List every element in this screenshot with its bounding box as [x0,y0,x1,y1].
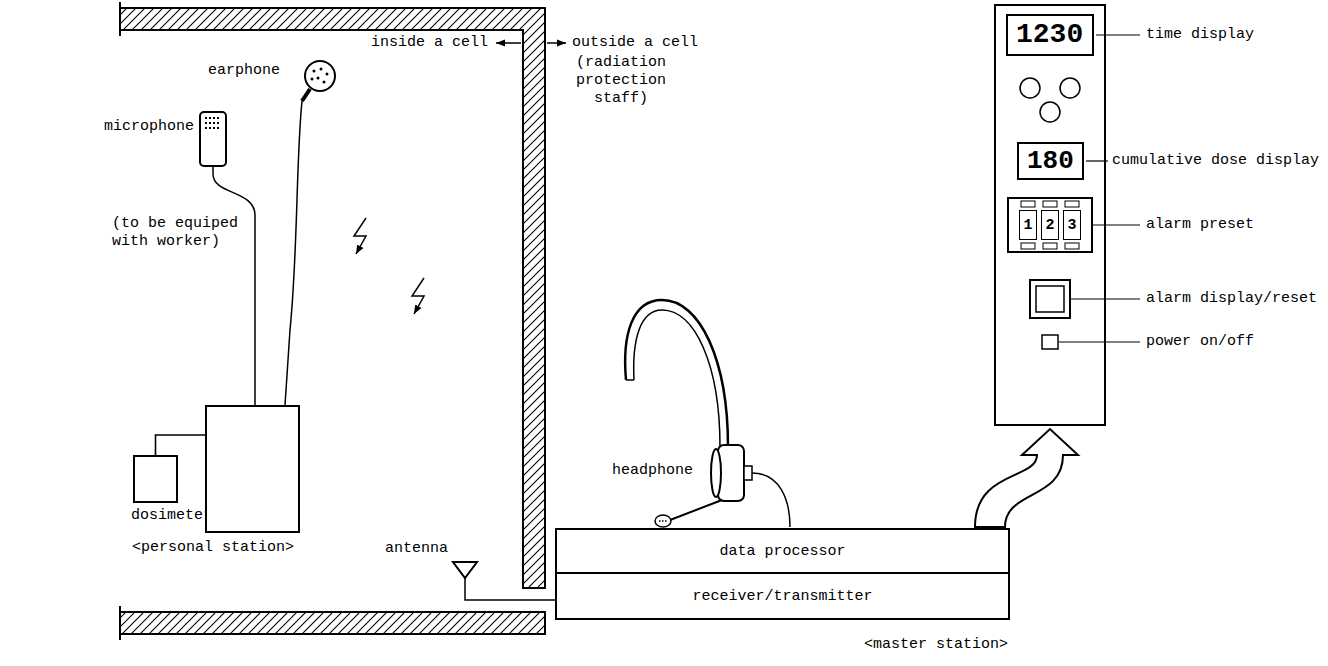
preset-nub [1043,201,1057,207]
part-label: earphone [208,62,280,80]
radio-wave-symbol [354,218,366,254]
cable-line [156,435,206,455]
leader-line [1071,298,1140,299]
output-arrow [975,429,1078,527]
radio-wave-symbol [412,278,424,314]
box-text: 2 [1045,217,1054,234]
wall-hatch [120,8,545,588]
panel-knob [1060,78,1080,98]
alarm-button [1030,280,1070,318]
earphone-dot [326,73,329,76]
earphone-stem [302,89,310,101]
preset-nub [1065,201,1079,207]
antenna-symbol [453,562,477,578]
display-panel [995,5,1105,425]
headphone-cable [752,473,790,527]
earphone-dot [323,81,326,84]
callout-label: power on/off [1146,333,1254,351]
alarm-button [1036,286,1064,312]
microphone-grille [205,118,221,128]
personal-station-box: <personal station> [205,405,300,533]
callout-label: alarm preset [1146,216,1254,234]
earphone-cable [285,101,302,405]
microphone-symbol [200,112,226,166]
region-label: inside a cell [371,34,488,52]
leader-line [1093,224,1140,225]
box-text: 1 [1023,217,1032,234]
earphone-dot [311,78,314,81]
part-label: antenna [385,540,448,558]
box-heading: <personal station> [132,539,294,557]
preset-digit-wheel: 1 [1019,210,1037,240]
headphone-boom [670,500,722,520]
callout-label: cumulative dose display [1112,152,1319,170]
box-heading: dosimeter [131,507,212,525]
earphone-dot [313,70,316,73]
callout-label: time display [1146,26,1254,44]
preset-digit-wheel: 3 [1063,210,1081,240]
headphone-plug [744,466,752,480]
region-label: outside a cell [572,34,698,52]
headphone-pad [711,449,721,497]
box-text: 180 [1027,146,1074,176]
receiver-transmitter-section: receiver/transmitter [557,574,1008,618]
leader-line [1096,34,1140,35]
wall-outline [120,612,545,634]
box-heading: <master station> [864,636,1008,654]
headphone-microphone [659,520,667,522]
headphone-microphone [655,515,671,527]
wall-cut [119,606,121,640]
panel-knob [1020,78,1040,98]
leader-line [1086,160,1108,161]
part-label: microphone [104,118,194,136]
power-switch [1042,335,1058,349]
box-text: 1230 [1016,19,1083,50]
earphone-dot [320,68,323,71]
part-label: headphone [612,462,693,480]
master-station-box: <master station>data processorreceiver/t… [555,528,1010,620]
box-text: 3 [1067,217,1076,234]
antenna-cable [465,578,555,600]
direction-arrow [496,42,521,44]
wall-cut [119,2,121,36]
headphone-band [625,300,728,447]
wearer-note: (to be equiped with worker) [112,215,244,251]
wall-outline [120,8,545,588]
microphone-cable [213,166,255,405]
time-display-window: 1230 [1006,14,1094,56]
panel-knob [1040,102,1060,122]
preset-nub [1043,243,1057,249]
box-text: data processor [719,543,845,560]
data-processor-section: data processor [557,530,1008,574]
dose-display-window: 180 [1017,142,1084,180]
wall-hatch [120,612,545,634]
direction-arrow [547,42,566,44]
preset-nub [1021,243,1035,249]
preset-nub [1065,243,1079,249]
box-text: receiver/transmitter [692,588,872,605]
earphone-dot [317,77,320,80]
headphone-band [634,310,720,447]
staff-note: (radiation protection staff) [562,54,680,108]
leader-line [1059,341,1140,342]
headphone-band [626,379,634,381]
preset-nub [1021,201,1035,207]
dosimeter-box: dosimeter [133,455,178,503]
callout-label: alarm display/reset [1146,290,1317,308]
preset-frame [1008,198,1092,252]
earphone-symbol [305,61,335,91]
preset-digit-wheel: 2 [1041,210,1059,240]
